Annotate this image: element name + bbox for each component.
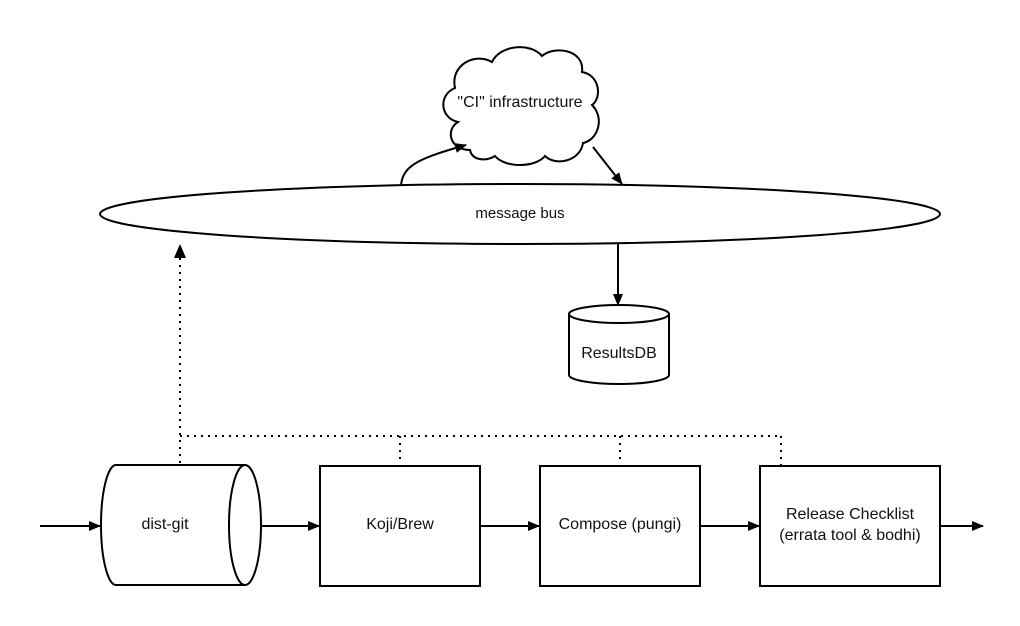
- release-label-line1: Release Checklist: [785, 506, 915, 523]
- edge-ci-to-bus: [592, 146, 623, 185]
- dotted-notification-lines: [179, 258, 782, 465]
- distgit-label: dist-git: [141, 516, 189, 533]
- distgit-cylinder[interactable]: [100, 464, 262, 586]
- koji-label: Koji/Brew: [366, 516, 434, 533]
- release-label-line2: (errata tool & bodhi): [779, 527, 921, 544]
- compose-label: Compose (pungi): [558, 516, 682, 533]
- message-bus-label: message bus: [475, 205, 565, 222]
- ci-cloud-shape[interactable]: [442, 46, 600, 166]
- compose-box[interactable]: [539, 465, 701, 587]
- release-box[interactable]: [759, 465, 941, 587]
- resultsdb-cylinder[interactable]: [568, 304, 670, 385]
- message-bus-shape[interactable]: [99, 183, 941, 245]
- ci-label: "CI" infrastructure: [457, 94, 583, 111]
- resultsdb-label: ResultsDB: [581, 345, 657, 362]
- dotted-arrowhead: [174, 244, 186, 258]
- koji-box[interactable]: [319, 465, 481, 587]
- edge-bus-to-ci: [400, 143, 467, 186]
